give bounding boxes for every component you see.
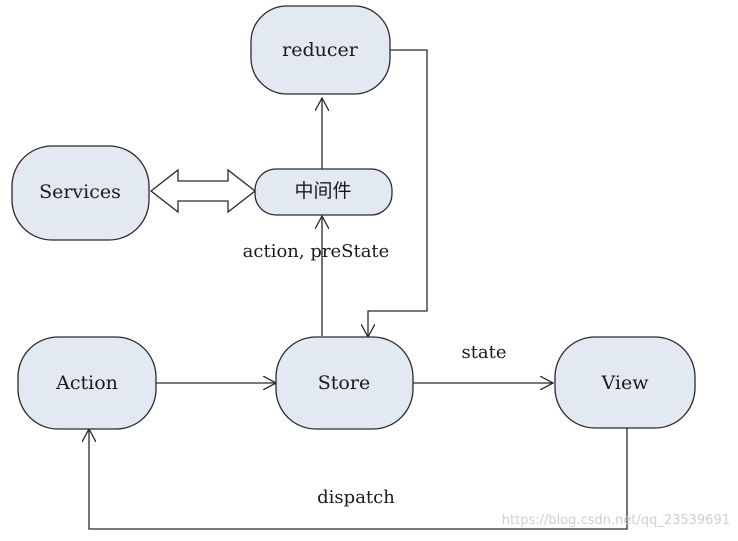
node-label-view: View [601, 372, 650, 394]
node-label-reducer: reducer [282, 39, 359, 61]
services-middleware-double-arrow [149, 168, 257, 214]
edge-label-action-prestate: action, preState [243, 241, 390, 262]
edges [89, 49, 628, 530]
watermark-text: https://blog.csdn.net/qq_23539691 [502, 513, 730, 528]
node-action: Action [17, 336, 157, 430]
edge-view-to-action-dispatch [89, 427, 628, 530]
node-label-store: Store [318, 372, 370, 394]
edge-label-dispatch: dispatch [317, 487, 395, 508]
edge-reducer-to-store [368, 49, 428, 337]
node-label-services: Services [39, 181, 121, 203]
node-label-middleware: 中间件 [294, 180, 351, 202]
node-view: View [554, 336, 696, 429]
node-services: Services [11, 145, 150, 241]
node-middleware: 中间件 [254, 168, 393, 216]
edge-label-state: state [461, 342, 506, 363]
node-store: Store [275, 336, 414, 430]
node-label-action: Action [55, 372, 118, 394]
node-reducer: reducer [250, 5, 391, 95]
